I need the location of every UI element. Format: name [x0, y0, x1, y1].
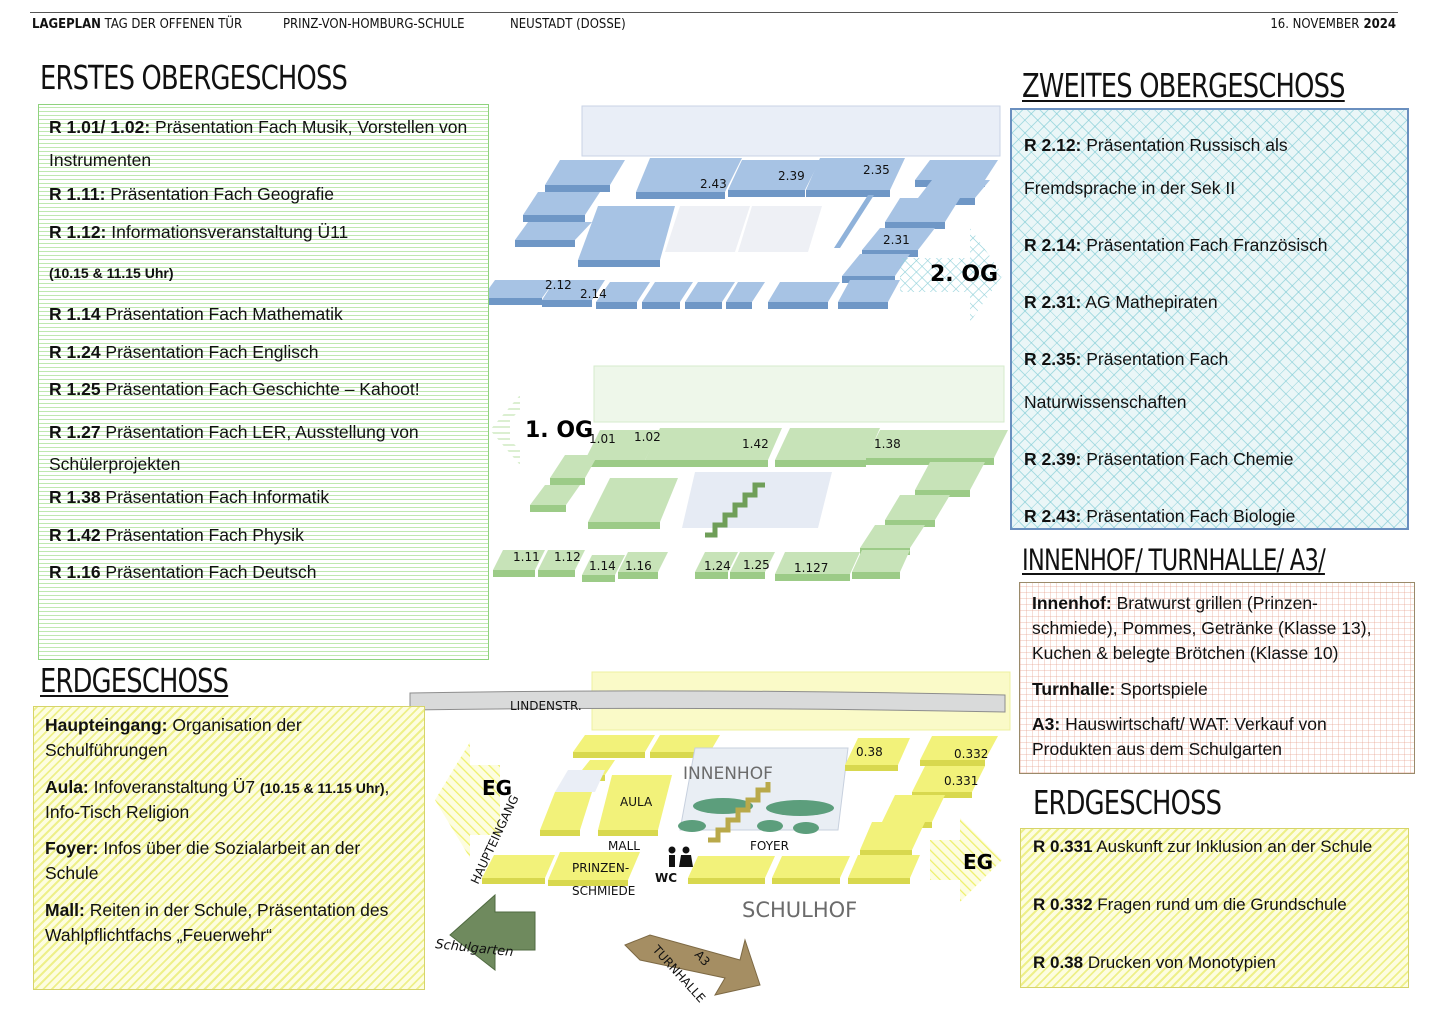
eg-item: Mall: Reiten in der Schule, Präsentation…: [45, 900, 389, 945]
room-label-1-14: 1.14: [589, 559, 616, 573]
og2-room-labels: 2.43 2.39 2.35 2.31 2.12 2.14 2. OG: [545, 163, 998, 301]
room-label-1-42: 1.42: [742, 437, 769, 451]
room-label-1-16: 1.16: [625, 559, 652, 573]
og1-item: R 1.24 Präsentation Fach Englisch: [49, 341, 319, 362]
room-label-2-35: 2.35: [863, 163, 890, 177]
og2-item: R 2.43: Präsentation Fach Biologie: [1024, 506, 1296, 526]
header-bar: LAGEPLAN TAG DER OFFENEN TÜR PRINZ-VON-H…: [30, 12, 1398, 34]
innenhof-label: INNENHOF: [683, 764, 773, 784]
schulhof-label: SCHULHOF: [742, 898, 857, 922]
eg-item: Haupteingang: Organisation der Schulführ…: [45, 715, 302, 760]
room-label-1-24: 1.24: [704, 559, 731, 573]
og1-item: R 1.38 Präsentation Fach Informatik: [49, 487, 330, 508]
room-label-1-25: 1.25: [743, 558, 770, 572]
og1-item-note: (10.15 & 11.15 Uhr): [49, 265, 174, 282]
eg-arrow-label-right: EG: [963, 850, 993, 874]
eg2-item: R 0.332 Fragen rund um die Grundschule: [1033, 894, 1347, 914]
hof-item: Turnhalle: Sportspiele: [1032, 678, 1208, 699]
hof-item: Innenhof: Bratwurst grillen (Prinzen-sch…: [1032, 593, 1372, 663]
prinzenschmiede-label-1: PRINZEN-: [572, 861, 629, 875]
heading-og1: ERSTES OBERGESCHOSS: [40, 58, 348, 97]
room-label-1-12: 1.12: [554, 550, 581, 564]
eg-map-labels: LINDENSTR. INNENHOF AULA MALL FOYER PRIN…: [435, 699, 993, 1005]
plan-title: LAGEPLAN TAG DER OFFENEN TÜR: [32, 17, 243, 32]
event-date: 16. NOVEMBER 2024: [1270, 17, 1396, 32]
room-label-0-332: 0.332: [954, 747, 988, 761]
street-label: LINDENSTR.: [510, 699, 582, 713]
room-label-1-02: 1.02: [634, 430, 661, 444]
panel-eg-right: R 0.331 Auskunft zur Inklusion an der Sc…: [1020, 828, 1409, 988]
og1-item: R 1.11: Präsentation Fach Geografie: [49, 184, 335, 204]
og2-item: R 2.12: Präsentation Russisch als Fremds…: [1024, 135, 1288, 198]
og2-floor: [482, 105, 1003, 322]
panel-og1: R 1.01/ 1.02: Präsentation Fach Musik, V…: [38, 104, 489, 660]
heading-og2: ZWEITES OBERGESCHOSS: [1022, 66, 1346, 105]
eg-arrow-label-left: EG: [482, 776, 512, 800]
og2-arrow-label: 2. OG: [930, 262, 998, 287]
mall-label: MALL: [608, 839, 640, 853]
heading-innenhof: INNENHOF/ TURNHALLE/ A3/: [1022, 543, 1326, 577]
og1-room-labels: 1.01 1.02 1.42 1.38 1.11 1.12 1.14 1.16 …: [513, 418, 901, 575]
eg2-item: R 0.38 Drucken von Monotypien: [1033, 952, 1276, 972]
eg-item: Aula: Infoveranstaltung Ü7 (10.15 & 11.1…: [45, 776, 390, 822]
eg2-item: R 0.331 Auskunft zur Inklusion an der Sc…: [1033, 837, 1373, 856]
room-label-0-331: 0.331: [944, 774, 978, 788]
room-label-1-01: 1.01: [589, 432, 616, 446]
og2-item: R 2.31: AG Mathepiraten: [1024, 292, 1218, 312]
room-label-1-11: 1.11: [513, 550, 540, 564]
og1-item: R 1.12: Informationsveranstaltung Ü11: [49, 221, 349, 242]
og1-item: R 1.01/ 1.02: Präsentation Fach Musik, V…: [49, 117, 468, 170]
room-label-1-38: 1.38: [874, 437, 901, 451]
og1-floor: [490, 365, 1008, 582]
panel-innenhof: Innenhof: Bratwurst grillen (Prinzen-sch…: [1019, 582, 1415, 774]
room-label-2-14: 2.14: [580, 287, 607, 301]
og1-item: R 1.42 Präsentation Fach Physik: [49, 524, 304, 545]
town-name: NEUSTADT (DOSSE): [510, 17, 626, 32]
eg-floor: [409, 671, 1011, 996]
og1-arrow-label: 1. OG: [525, 418, 593, 443]
og2-item: R 2.14: Präsentation Fach Französisch: [1024, 235, 1328, 255]
og1-item: R 1.27 Präsentation Fach LER, Ausstellun…: [49, 422, 419, 475]
room-label-2-31: 2.31: [883, 233, 910, 247]
eg-item: Foyer: Infos über die Sozialarbeit an de…: [45, 838, 361, 884]
heading-eg: ERDGESCHOSS: [40, 661, 229, 700]
panel-og2: R 2.12: Präsentation Russisch als Fremds…: [1010, 108, 1409, 530]
panel-eg: Haupteingang: Organisation der Schulführ…: [33, 706, 425, 990]
room-label-2-39: 2.39: [778, 169, 805, 183]
og1-item: R 1.25 Präsentation Fach Geschichte – Ka…: [49, 379, 420, 400]
wc-label: WC: [655, 871, 677, 885]
foyer-label: FOYER: [750, 839, 789, 853]
school-name: PRINZ-VON-HOMBURG-SCHULE: [283, 17, 465, 32]
room-label-2-12: 2.12: [545, 278, 572, 292]
room-label-0-38: 0.38: [856, 745, 883, 759]
og2-item: R 2.35: Präsentation Fach Naturwissensch…: [1024, 349, 1229, 412]
room-label-1-127: 1.127: [794, 561, 828, 575]
og1-item: R 1.14 Präsentation Fach Mathematik: [49, 304, 343, 325]
heading-eg-right: ERDGESCHOSS: [1033, 783, 1222, 822]
og1-item: R 1.16 Präsentation Fach Deutsch: [49, 562, 317, 583]
og2-item: R 2.39: Präsentation Fach Chemie: [1024, 449, 1294, 469]
aula-label: AULA: [620, 795, 653, 809]
hof-item: A3: Hauswirtschaft/ WAT: Verkauf von Pro…: [1032, 714, 1327, 760]
prinzenschmiede-label-2: SCHMIEDE: [572, 884, 635, 898]
room-label-2-43: 2.43: [700, 177, 727, 191]
